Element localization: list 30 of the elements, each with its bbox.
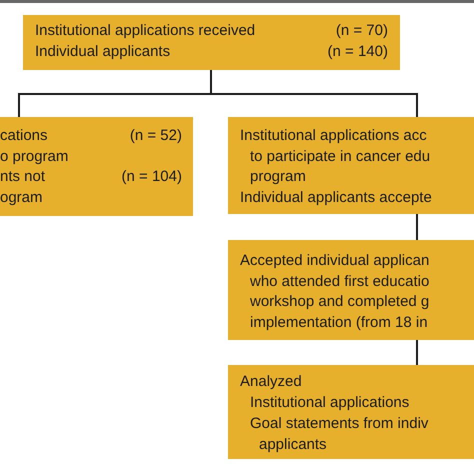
box-text: Accepted individual applican	[240, 252, 430, 270]
box-text: implementation (from 18 in	[250, 314, 428, 332]
box-text: program	[250, 168, 306, 186]
box-text: ogram	[0, 189, 43, 207]
flow-box	[228, 240, 474, 340]
box-text: (n = 140)	[328, 43, 388, 61]
flow-box	[0, 117, 193, 216]
box-text: Individual applicants	[35, 43, 170, 61]
flow-box	[228, 117, 474, 214]
box-text: cations	[0, 127, 48, 145]
box-text: Institutional applications	[250, 394, 410, 412]
connector-line	[416, 214, 418, 240]
box-text: workshop and completed g	[250, 293, 430, 311]
box-text: nts not	[0, 168, 46, 186]
connector-line	[210, 70, 418, 117]
box-text: Institutional applications received	[35, 22, 256, 40]
box-text: Institutional applications acc	[240, 127, 427, 145]
flow-box	[23, 15, 400, 70]
box-text: o program	[0, 148, 68, 166]
box-text: (n = 70)	[336, 22, 388, 40]
box-text: Individual applicants accepte	[240, 189, 432, 207]
box-text: (n = 52)	[130, 127, 182, 145]
box-text: who attended first educatio	[250, 273, 430, 291]
box-text: (n = 104)	[122, 168, 182, 186]
connector-line	[416, 340, 418, 365]
box-text: Analyzed	[240, 373, 302, 391]
box-text: Goal statements from indiv	[250, 415, 428, 433]
flow-box	[228, 365, 474, 459]
box-text: applicants	[259, 436, 327, 454]
box-text: to participate in cancer edu	[250, 148, 430, 166]
